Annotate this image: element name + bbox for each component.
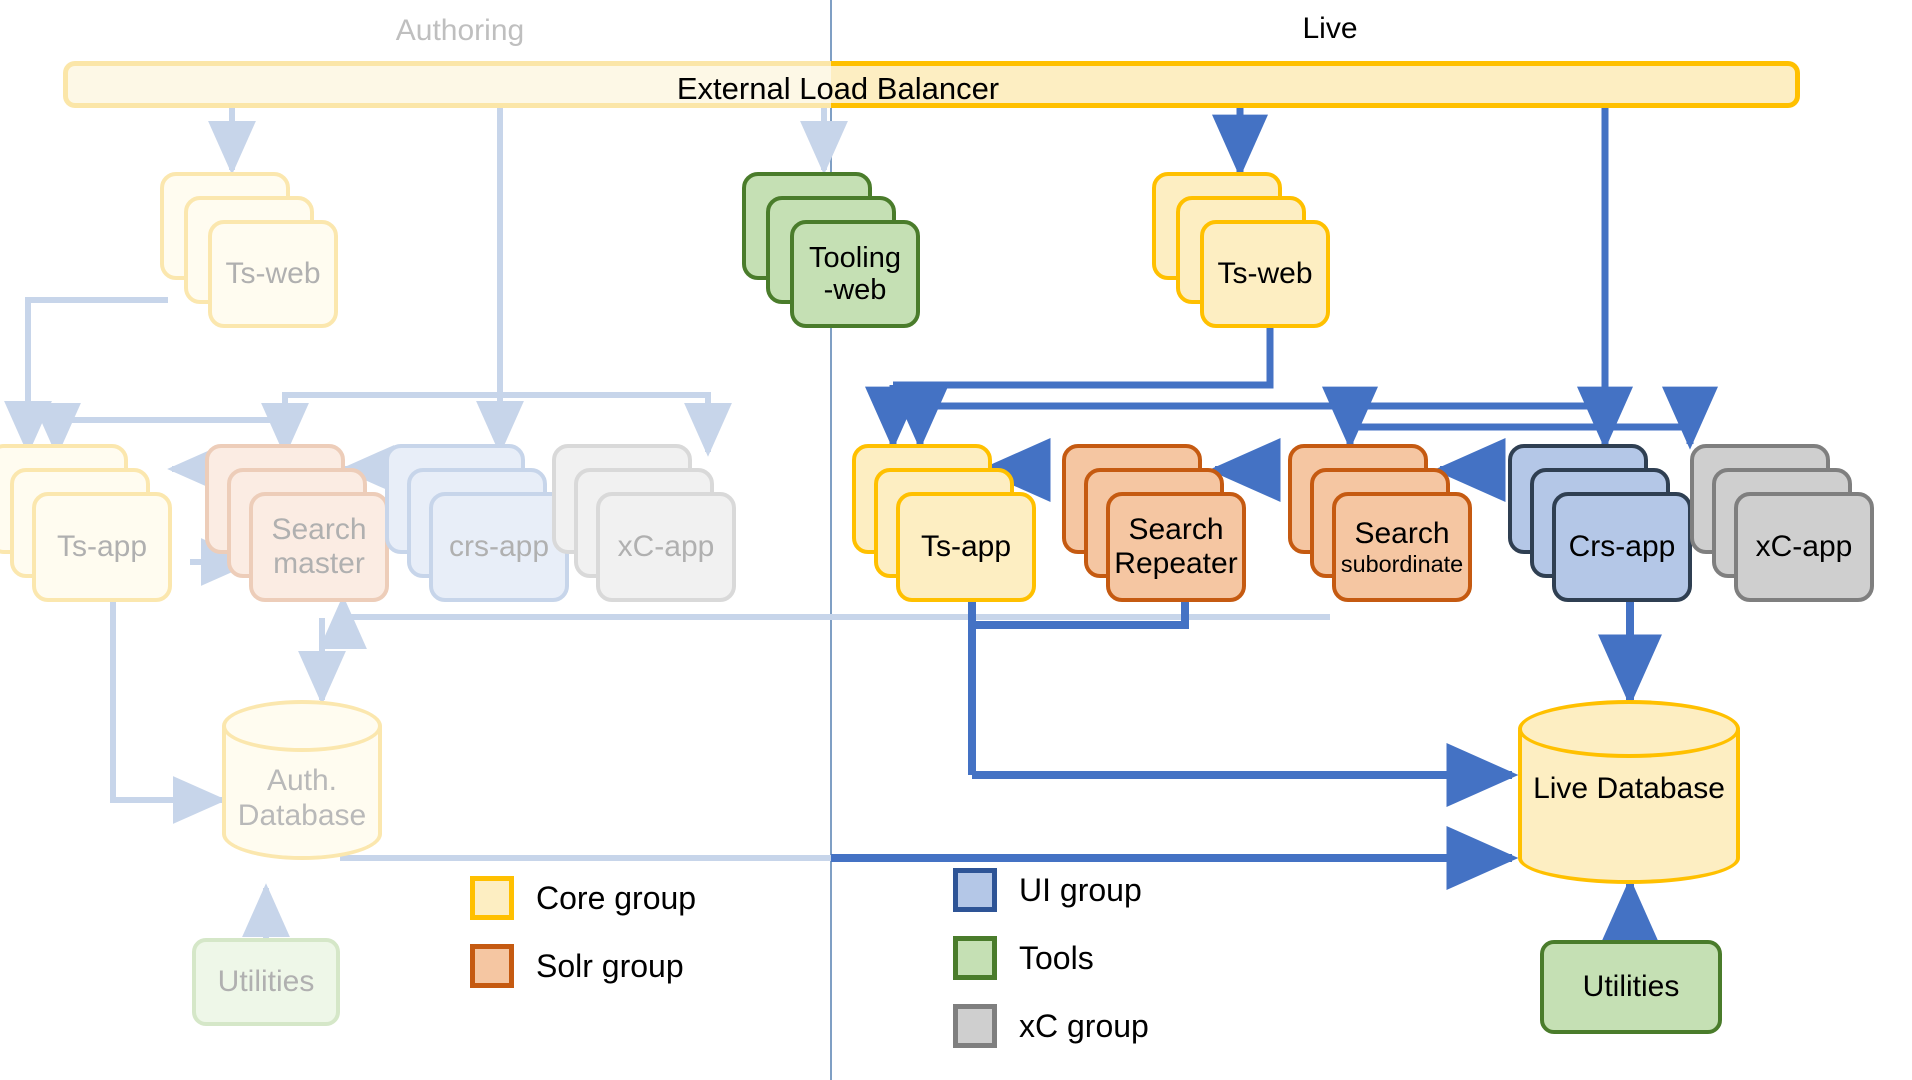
- node-authoring-utilities[interactable]: Utilities: [192, 938, 340, 1026]
- legend-label: Solr group: [536, 947, 684, 984]
- node-label: Utilities: [1582, 970, 1680, 1003]
- legend-label: UI group: [1019, 871, 1142, 908]
- node-label: Tooling: [809, 241, 901, 274]
- node-label: crs-app: [448, 530, 550, 564]
- node-live-database[interactable]: Live Database: [1518, 700, 1740, 884]
- node-label: xC-app: [617, 530, 715, 564]
- external-load-balancer-authoring-half[interactable]: [63, 61, 831, 108]
- node-label: Search: [271, 513, 367, 547]
- node-sublabel: -web: [823, 274, 887, 306]
- node-label: Utilities: [217, 965, 315, 998]
- legend-label: xC group: [1019, 1007, 1149, 1044]
- node-live-utilities[interactable]: Utilities: [1540, 940, 1722, 1034]
- node-label: Auth.: [266, 764, 338, 797]
- external-load-balancer-live-half[interactable]: [831, 61, 1800, 108]
- node-label: Crs-app: [1568, 530, 1676, 564]
- legend-label: Tools: [1019, 939, 1094, 976]
- node-label: Ts-app: [56, 530, 148, 564]
- legend-swatch-ui-group: [953, 868, 997, 912]
- node-sublabel: master: [273, 547, 365, 580]
- node-label: Search: [1354, 517, 1450, 551]
- legend-swatch-solr-group: [470, 944, 514, 988]
- node-sublabel: Database: [237, 798, 367, 832]
- node-label: Live: [1533, 772, 1589, 805]
- node-sublabel: Database: [1596, 772, 1725, 805]
- legend-swatch-xc-group: [953, 1004, 997, 1048]
- node-label: xC-app: [1755, 530, 1853, 564]
- node-sublabel: subordinate: [1340, 550, 1464, 577]
- legend-label: Core group: [536, 879, 697, 916]
- legend-item-ui-group: UI group: [953, 868, 1142, 912]
- legend-item-core-group: Core group: [470, 876, 696, 920]
- node-label: Ts-web: [225, 257, 321, 291]
- zone-label-live: Live: [1302, 12, 1358, 45]
- external-load-balancer-label: External Load Balancer: [676, 71, 1000, 106]
- legend-item-xc-group: xC group: [953, 1004, 1149, 1048]
- node-sublabel: Repeater: [1114, 547, 1238, 580]
- legend-swatch-tools: [953, 936, 997, 980]
- node-label: Ts-web: [1217, 257, 1313, 291]
- legend-swatch-core-group: [470, 876, 514, 920]
- node-label: Search: [1128, 513, 1224, 547]
- zone-label-authoring: Authoring: [395, 14, 525, 47]
- legend-item-solr-group: Solr group: [470, 944, 684, 988]
- node-label: Ts-app: [920, 530, 1012, 564]
- node-authoring-database[interactable]: Auth. Database: [222, 700, 382, 860]
- legend-item-tools: Tools: [953, 936, 1094, 980]
